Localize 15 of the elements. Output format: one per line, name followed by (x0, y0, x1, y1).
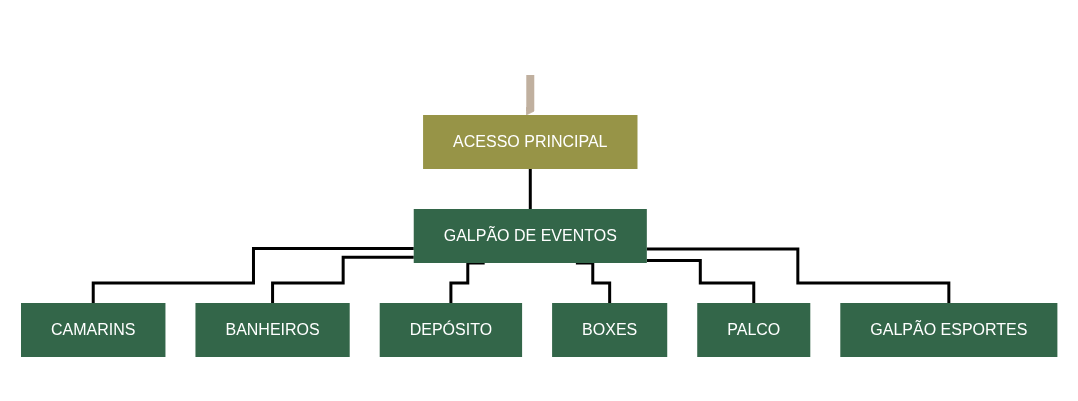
connector (646, 258, 756, 304)
node-box: PALCO (697, 302, 811, 357)
connector (91, 246, 414, 304)
node-box: GALPÃO ESPORTES (840, 302, 1058, 357)
node-box: ACESSO PRINCIPAL (422, 114, 638, 169)
connector (449, 261, 485, 304)
connector (575, 261, 611, 304)
node-box: BANHEIROS (195, 302, 350, 357)
node-box: CAMARINS (20, 302, 166, 357)
node-box: DEPÓSITO (379, 302, 522, 357)
node-box: BOXES (551, 302, 668, 357)
node-box: GALPÃO DE EVENTOS (413, 208, 647, 263)
connector (270, 255, 414, 304)
connector (646, 247, 951, 304)
connector (528, 167, 532, 210)
